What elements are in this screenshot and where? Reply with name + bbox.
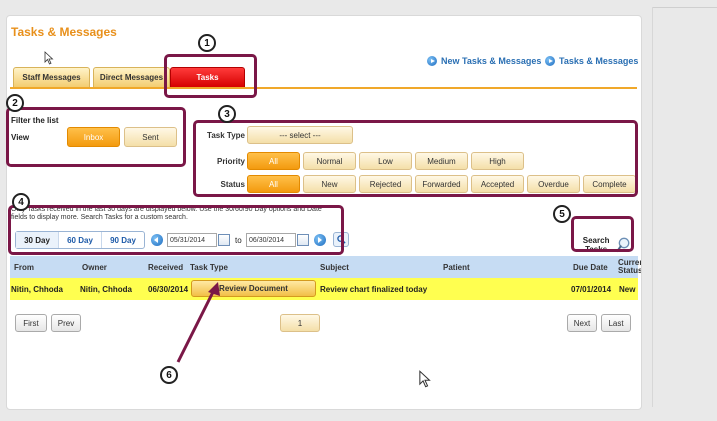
day-range-selector: 30 Day 60 Day 90 Day: [15, 231, 145, 249]
pointer-arrow-icon: [176, 282, 220, 363]
status-all-button[interactable]: All: [247, 175, 300, 193]
day-60-button[interactable]: 60 Day: [59, 232, 102, 248]
arrow-circle-icon: [545, 56, 555, 66]
new-tasks-link-label: New Tasks & Messages: [441, 56, 542, 66]
calendar-icon[interactable]: [297, 234, 309, 246]
col-subject[interactable]: Subject: [320, 262, 349, 272]
view-inbox-button[interactable]: Inbox: [67, 127, 120, 147]
col-current-status[interactable]: Current Status: [618, 258, 642, 275]
callout-6: 6: [160, 366, 178, 384]
priority-high-button[interactable]: High: [471, 152, 524, 170]
callout-2: 2: [6, 94, 24, 112]
cell-owner: Nitin, Chhoda: [80, 284, 132, 294]
day-30-button[interactable]: 30 Day: [16, 232, 59, 248]
first-page-button[interactable]: First: [15, 314, 47, 332]
page-title: Tasks & Messages: [11, 25, 117, 39]
date-range-note: Only Tasks received in the last 30 days …: [11, 206, 322, 221]
status-accepted-button[interactable]: Accepted: [471, 175, 524, 193]
status-overdue-button[interactable]: Overdue: [527, 175, 580, 193]
callout-box-search: [571, 216, 634, 252]
review-document-button[interactable]: Review Document: [191, 280, 316, 297]
cell-status: New: [619, 284, 636, 294]
priority-medium-button[interactable]: Medium: [415, 152, 468, 170]
new-tasks-link[interactable]: New Tasks & Messages: [427, 56, 541, 66]
page-1-button[interactable]: 1: [280, 314, 320, 332]
priority-label: Priority: [216, 157, 245, 166]
calendar-icon[interactable]: [218, 234, 230, 246]
status-new-button[interactable]: New: [303, 175, 356, 193]
arrow-circle-icon: [427, 56, 437, 66]
callout-box-view: [6, 107, 186, 167]
tasks-panel: Tasks & Messages Staff Messages Direct M…: [6, 15, 642, 410]
tasks-messages-link-label: Tasks & Messages: [559, 56, 639, 66]
tab-tasks[interactable]: Tasks: [170, 67, 245, 87]
last-page-button[interactable]: Last: [601, 314, 631, 332]
callout-4: 4: [12, 193, 30, 211]
mouse-cursor-icon: [419, 370, 431, 388]
date-to-label: to: [235, 236, 242, 245]
callout-1: 1: [198, 34, 216, 52]
date-prev-icon[interactable]: [151, 234, 163, 246]
callout-5: 5: [553, 205, 571, 223]
col-received[interactable]: Received: [148, 262, 184, 272]
table-header: From Owner Received Task Type Subject Pa…: [10, 256, 642, 278]
priority-normal-button[interactable]: Normal: [303, 152, 356, 170]
table-row[interactable]: Nitin, Chhoda Nitin, Chhoda 06/30/2014 R…: [10, 278, 638, 300]
date-from-input[interactable]: 05/31/2014: [167, 233, 217, 247]
col-from[interactable]: From: [14, 262, 34, 272]
mouse-cursor-icon: [44, 51, 54, 65]
next-page-button[interactable]: Next: [567, 314, 597, 332]
col-task-type[interactable]: Task Type: [190, 262, 228, 272]
view-sent-button[interactable]: Sent: [124, 127, 177, 147]
frame-line: [652, 7, 717, 8]
task-type-select[interactable]: --- select ---: [247, 126, 353, 144]
filter-title: Filter the list: [11, 116, 59, 125]
status-label: Status: [220, 180, 245, 189]
tab-staff-messages[interactable]: Staff Messages: [13, 67, 90, 87]
cell-received: 06/30/2014: [148, 284, 189, 294]
callout-box-tabs: [164, 54, 257, 98]
cell-from: Nitin, Chhoda: [11, 284, 63, 294]
task-type-label: Task Type: [207, 131, 245, 140]
view-label: View: [11, 133, 30, 142]
callout-3: 3: [218, 105, 236, 123]
col-owner[interactable]: Owner: [82, 262, 107, 272]
status-rejected-button[interactable]: Rejected: [359, 175, 412, 193]
priority-all-button[interactable]: All: [247, 152, 300, 170]
col-due-date[interactable]: Due Date: [573, 262, 608, 272]
prev-page-button[interactable]: Prev: [51, 314, 81, 332]
tasks-messages-link[interactable]: Tasks & Messages: [545, 56, 638, 66]
status-forwarded-button[interactable]: Forwarded: [415, 175, 468, 193]
col-patient[interactable]: Patient: [443, 262, 470, 272]
frame-divider: [652, 7, 653, 407]
callout-box-date: [8, 205, 344, 255]
cell-due-date: 07/01/2014: [571, 284, 612, 294]
cell-subject: Review chart finalized today: [320, 284, 428, 294]
tab-direct-messages[interactable]: Direct Messages: [93, 67, 170, 87]
callout-box-filters: [193, 120, 638, 197]
date-to-input[interactable]: 06/30/2014: [246, 233, 296, 247]
priority-low-button[interactable]: Low: [359, 152, 412, 170]
date-next-icon[interactable]: [314, 234, 326, 246]
tab-underline: [10, 87, 637, 89]
day-90-button[interactable]: 90 Day: [110, 235, 136, 245]
